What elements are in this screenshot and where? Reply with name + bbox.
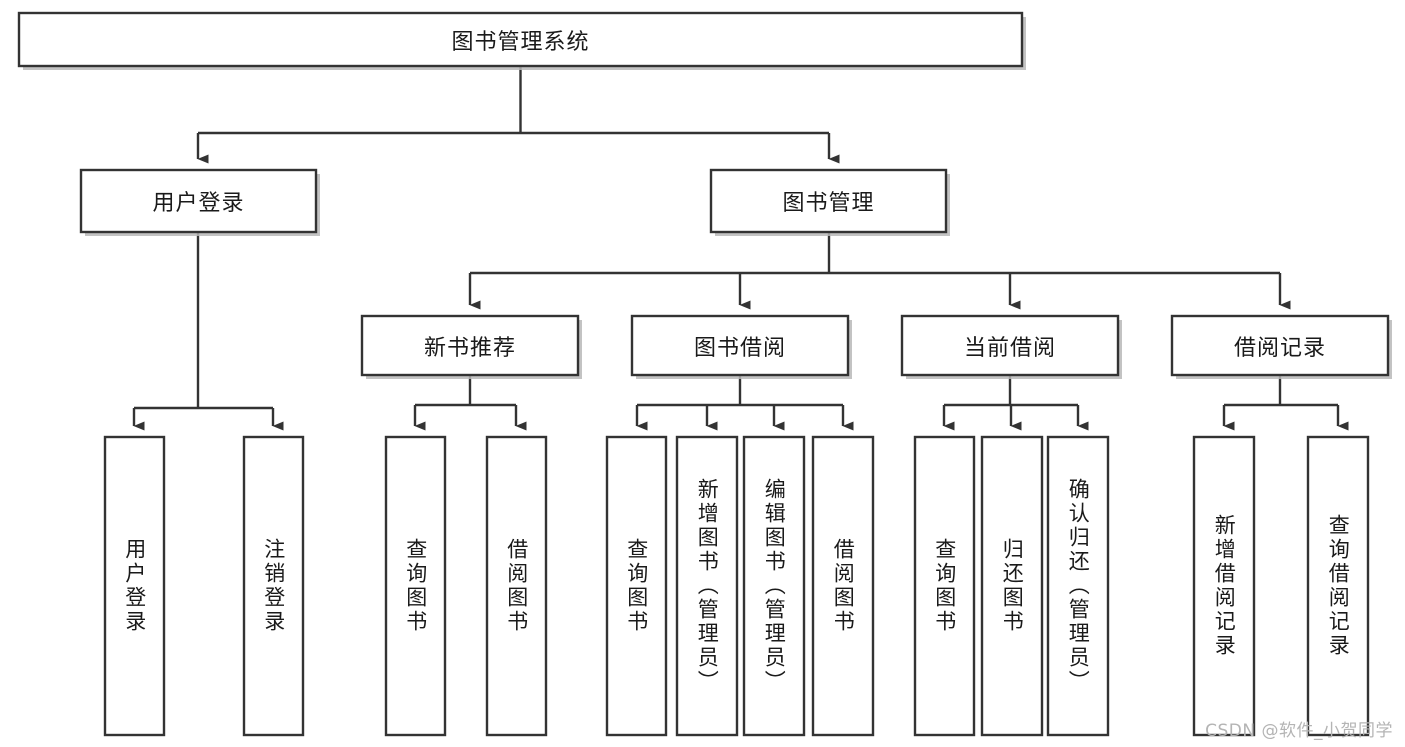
leaf-box-add-record[interactable] — [1192, 435, 1256, 737]
node-borrow-record-box[interactable] — [1170, 314, 1390, 377]
connectors — [132, 66, 1349, 431]
node-book-borrow-box[interactable] — [630, 314, 850, 377]
node-book-borrow[interactable] — [630, 314, 850, 377]
node-book-management[interactable] — [709, 168, 948, 234]
csdn-watermark: CSDN @软件_小贺同学 — [1205, 721, 1393, 741]
leaf-box-confirm-return[interactable] — [1046, 435, 1110, 737]
node-new-book-recommend-box[interactable] — [360, 314, 580, 377]
leaf-box-query-book-a[interactable] — [384, 435, 447, 737]
node-book-management-box[interactable] — [709, 168, 948, 234]
node-user-login[interactable] — [79, 168, 318, 234]
leaf-box-add-book-admin[interactable] — [675, 435, 739, 737]
leaf-box-user-login[interactable] — [103, 435, 166, 737]
node-root[interactable] — [17, 11, 1024, 68]
node-user-login-box[interactable] — [79, 168, 318, 234]
leaf-boxes — [103, 435, 1370, 737]
node-new-book-recommend[interactable] — [360, 314, 580, 377]
node-current-borrow[interactable] — [900, 314, 1120, 377]
leaf-box-borrow-book-a[interactable] — [485, 435, 548, 737]
leaf-box-query-record[interactable] — [1306, 435, 1370, 737]
leaf-box-return-book[interactable] — [980, 435, 1044, 737]
leaf-box-query-book-b[interactable] — [605, 435, 668, 737]
leaf-box-query-book-c[interactable] — [913, 435, 976, 737]
node-borrow-record[interactable] — [1170, 314, 1390, 377]
node-root-box[interactable] — [17, 11, 1024, 68]
leaf-box-logout[interactable] — [242, 435, 305, 737]
leaf-box-borrow-book-b[interactable] — [811, 435, 875, 737]
node-current-borrow-box[interactable] — [900, 314, 1120, 377]
leaf-box-edit-book-admin[interactable] — [742, 435, 806, 737]
